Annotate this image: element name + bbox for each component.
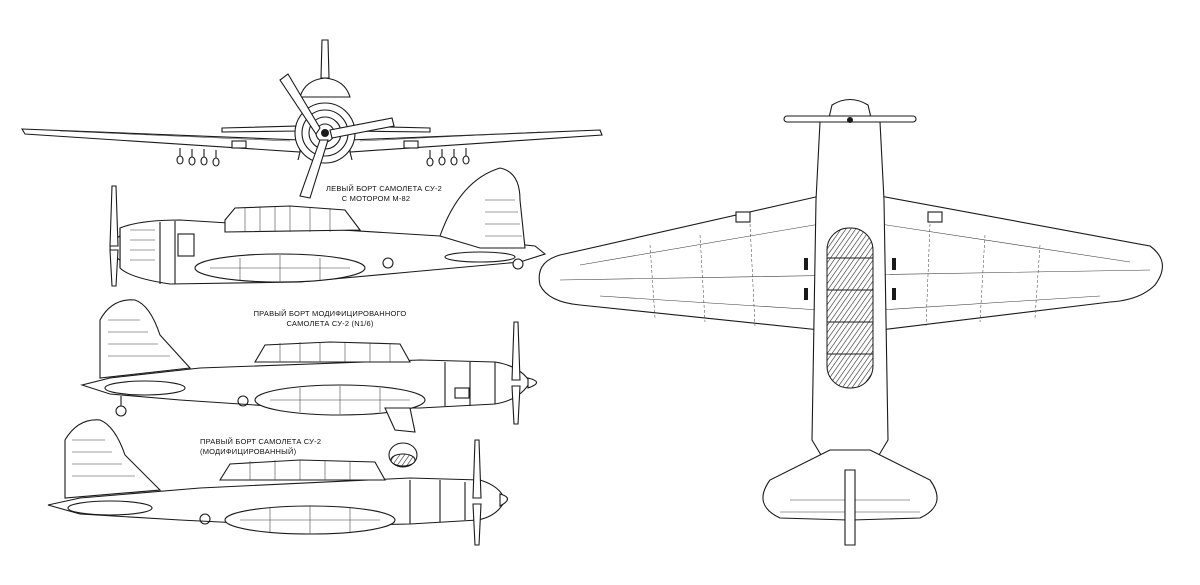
front-view bbox=[21, 39, 603, 199]
caption-right-modified-line2: САМОЛЕТА СУ-2 (N1/6) bbox=[286, 319, 374, 328]
caption-right-side-line1: ПРАВЫЙ БОРТ САМОЛЕТА СУ-2 bbox=[200, 437, 322, 446]
side-view-right-modified-n16 bbox=[79, 299, 538, 468]
top-view bbox=[538, 98, 1163, 546]
caption-right-modified-line1: ПРАВЫЙ БОРТ МОДИФИЦИРОВАННОГО bbox=[253, 309, 407, 318]
caption-right-side-line2: (МОДИФИЦИРОВАННЫЙ) bbox=[200, 447, 297, 456]
caption-left-side: ЛЕВЫЙ БОРТ САМОЛЕТА СУ-2 С МОТОРОМ М-82 bbox=[326, 184, 443, 204]
caption-right-side: ПРАВЫЙ БОРТ САМОЛЕТА СУ-2 (МОДИФИЦИРОВАН… bbox=[200, 437, 322, 457]
side-view-left-m82 bbox=[109, 167, 547, 287]
side-view-right-modified bbox=[47, 419, 509, 546]
caption-left-side-line1: ЛЕВЫЙ БОРТ САМОЛЕТА СУ-2 bbox=[326, 184, 443, 193]
caption-right-modified: ПРАВЫЙ БОРТ МОДИФИЦИРОВАННОГО САМОЛЕТА С… bbox=[250, 309, 410, 329]
caption-left-side-line2: С МОТОРОМ М-82 bbox=[341, 194, 411, 203]
